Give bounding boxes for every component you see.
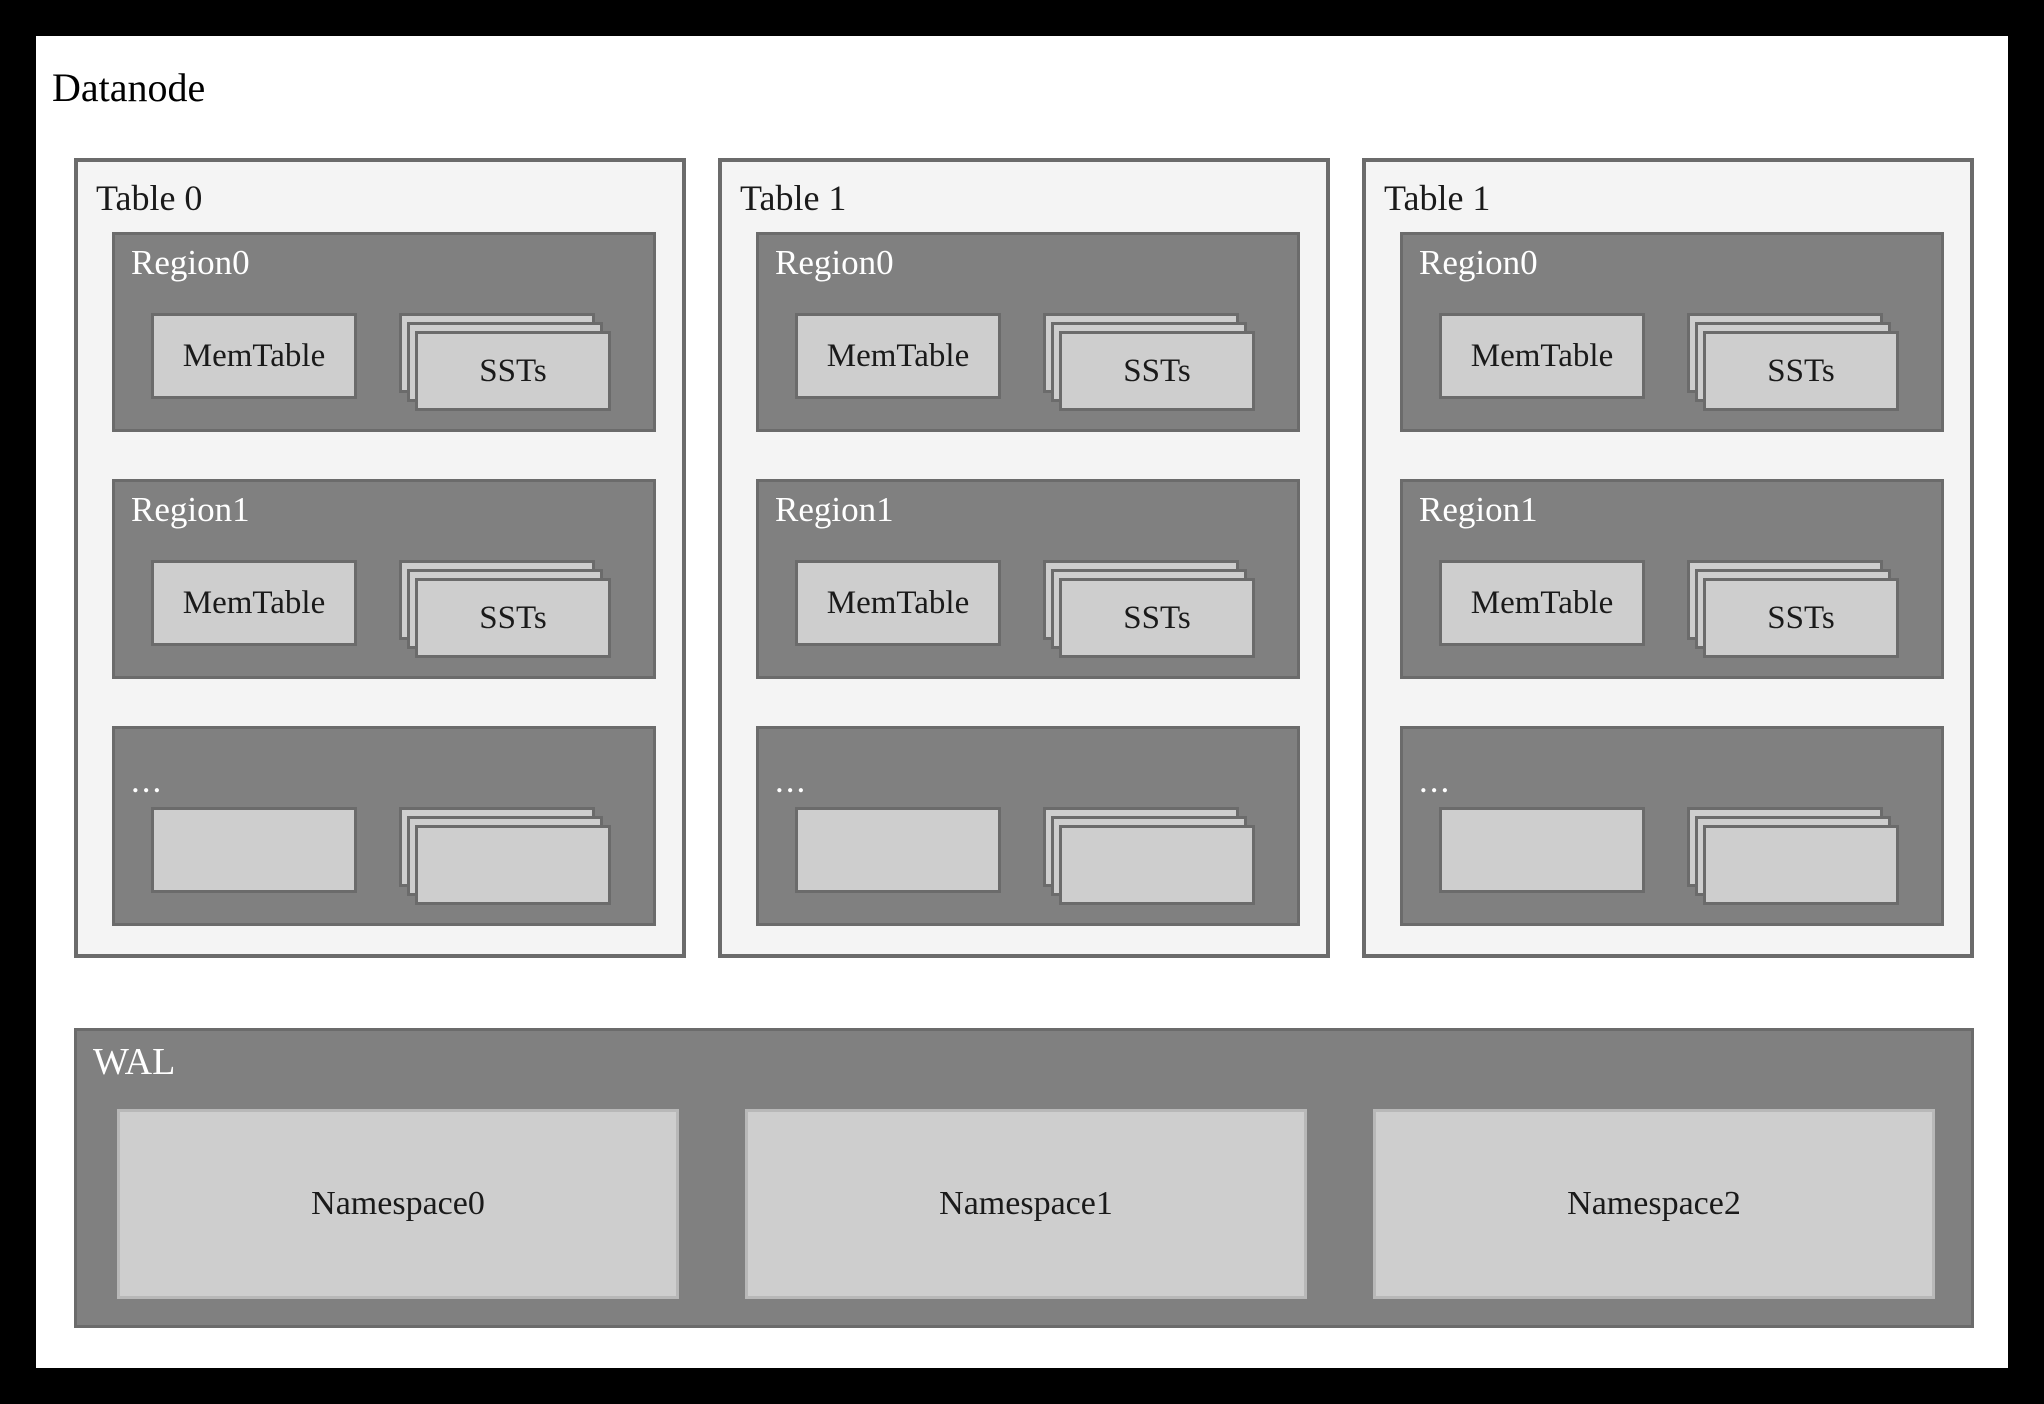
sst-layer-front: SSTs [415,331,611,411]
region-contents: MemTable SSTs [1439,560,1921,658]
region-contents: MemTable SSTs [795,313,1277,411]
region-box-1: Region1 MemTable SSTs [1400,479,1944,679]
region-box-more: ... [112,726,656,926]
region-contents [151,807,633,905]
table-label: Table 0 [96,178,203,218]
region-box-1: Region1 MemTable SSTs [112,479,656,679]
sst-stack: SSTs [1687,560,1899,658]
region-box-more: ... [1400,726,1944,926]
region-box-0: Region0 MemTable SSTs [112,232,656,432]
region-contents [795,807,1277,905]
regions-stack: Region0 MemTable SSTs Region1 MemTable [756,232,1300,926]
sst-stack: SSTs [1687,313,1899,411]
sst-stack: SSTs [1043,560,1255,658]
memtable-box: MemTable [795,560,1001,646]
memtable-box-empty [1439,807,1645,893]
sst-stack-empty [1043,807,1255,905]
table-panel-2: Table 1 Region0 MemTable SSTs Region1 [1362,158,1974,958]
region-label: Region0 [131,243,250,282]
tables-row: Table 0 Region0 MemTable SSTs Region1 [74,158,1974,998]
region-contents [1439,807,1921,905]
region-label: Region0 [775,243,894,282]
table-label: Table 1 [1384,178,1491,218]
wal-label: WAL [93,1041,176,1083]
memtable-box: MemTable [795,313,1001,399]
namespace-box-0: Namespace0 [117,1109,679,1299]
sst-layer-front: SSTs [415,578,611,658]
sst-layer-front: SSTs [1703,578,1899,658]
table-panel-0: Table 0 Region0 MemTable SSTs Region1 [74,158,686,958]
region-ellipsis-label: ... [131,761,164,800]
memtable-box: MemTable [1439,560,1645,646]
regions-stack: Region0 MemTable SSTs Region1 MemTable [1400,232,1944,926]
namespaces-row: Namespace0 Namespace1 Namespace2 [117,1109,1935,1299]
region-label: Region0 [1419,243,1538,282]
region-contents: MemTable SSTs [1439,313,1921,411]
region-contents: MemTable SSTs [151,313,633,411]
table-panel-1: Table 1 Region0 MemTable SSTs Region1 [718,158,1330,958]
namespace-box-2: Namespace2 [1373,1109,1935,1299]
sst-layer-front: SSTs [1703,331,1899,411]
region-box-more: ... [756,726,1300,926]
memtable-box: MemTable [1439,313,1645,399]
region-ellipsis-label: ... [775,761,808,800]
table-label: Table 1 [740,178,847,218]
datanode-container: Datanode Table 0 Region0 MemTable SSTs [36,36,2008,1368]
sst-layer-front [415,825,611,905]
sst-stack-empty [399,807,611,905]
datanode-title: Datanode [52,65,206,110]
sst-stack: SSTs [399,313,611,411]
region-label: Region1 [775,490,894,529]
sst-stack: SSTs [1043,313,1255,411]
region-box-0: Region0 MemTable SSTs [756,232,1300,432]
regions-stack: Region0 MemTable SSTs Region1 MemTable [112,232,656,926]
region-box-1: Region1 MemTable SSTs [756,479,1300,679]
sst-layer-front: SSTs [1059,331,1255,411]
region-ellipsis-label: ... [1419,761,1452,800]
sst-stack: SSTs [399,560,611,658]
region-contents: MemTable SSTs [151,560,633,658]
sst-layer-front: SSTs [1059,578,1255,658]
memtable-box-empty [151,807,357,893]
memtable-box-empty [795,807,1001,893]
wal-band: WAL Namespace0 Namespace1 Namespace2 [74,1028,1974,1328]
sst-layer-front [1703,825,1899,905]
region-contents: MemTable SSTs [795,560,1277,658]
namespace-box-1: Namespace1 [745,1109,1307,1299]
region-label: Region1 [1419,490,1538,529]
sst-layer-front [1059,825,1255,905]
memtable-box: MemTable [151,560,357,646]
memtable-box: MemTable [151,313,357,399]
sst-stack-empty [1687,807,1899,905]
region-label: Region1 [131,490,250,529]
region-box-0: Region0 MemTable SSTs [1400,232,1944,432]
